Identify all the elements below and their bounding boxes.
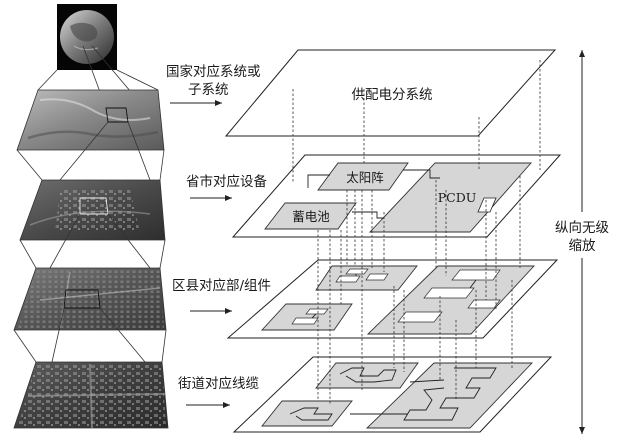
- block-pcdu: [368, 162, 532, 233]
- plane-level-1: 供配电分系统: [224, 49, 557, 137]
- cable-group-2: [365, 362, 534, 429]
- plane-level-2: 太阳阵 PCDU 蓄电池: [231, 154, 562, 238]
- cable-link-right: [409, 379, 445, 383]
- globe-continent-shading: [70, 22, 98, 42]
- block-solar-array-label: 太阳阵: [346, 170, 384, 185]
- level-1-label-line-1: 国家对应系统或: [166, 63, 261, 80]
- plane-title-system: 供配电分系统: [352, 87, 433, 103]
- vertical-zoom-axis: 纵向无级 缩放: [555, 50, 609, 434]
- zoom-axis-label-line-2: 缩放: [569, 238, 597, 254]
- subassembly-group-2: [366, 265, 536, 335]
- level-3-label: 区县对应部/组件: [172, 277, 271, 294]
- block-battery: [264, 202, 357, 230]
- wire-battery-to-pcdu: [352, 211, 384, 219]
- block-battery-label: 蓄电池: [292, 209, 330, 224]
- projection-lines: [292, 60, 541, 404]
- satellite-imagery-stack: [13, 4, 169, 429]
- plane-level-3: [226, 259, 559, 339]
- level-labels: 国家对应系统或 子系统 省市对应设备 区县对应部/组件 街道对应线缆: [166, 63, 271, 408]
- level-2-label: 省市对应设备: [186, 173, 267, 190]
- plane-level-4: [232, 356, 553, 433]
- pcdu-connector: [477, 197, 497, 213]
- block-pcdu-label: PCDU: [438, 190, 477, 205]
- block-solar-array: [317, 162, 409, 191]
- wire-solar-to-pcdu: [403, 169, 440, 179]
- wire-solar-left: [307, 174, 330, 188]
- level-1-label-line-2: 子系统: [188, 82, 229, 98]
- zoom-axis-label-line-1: 纵向无级: [555, 220, 609, 236]
- cable-group-3: [261, 400, 353, 427]
- level-4-label: 街道对应线缆: [178, 375, 259, 392]
- cable-group-1: [315, 362, 419, 389]
